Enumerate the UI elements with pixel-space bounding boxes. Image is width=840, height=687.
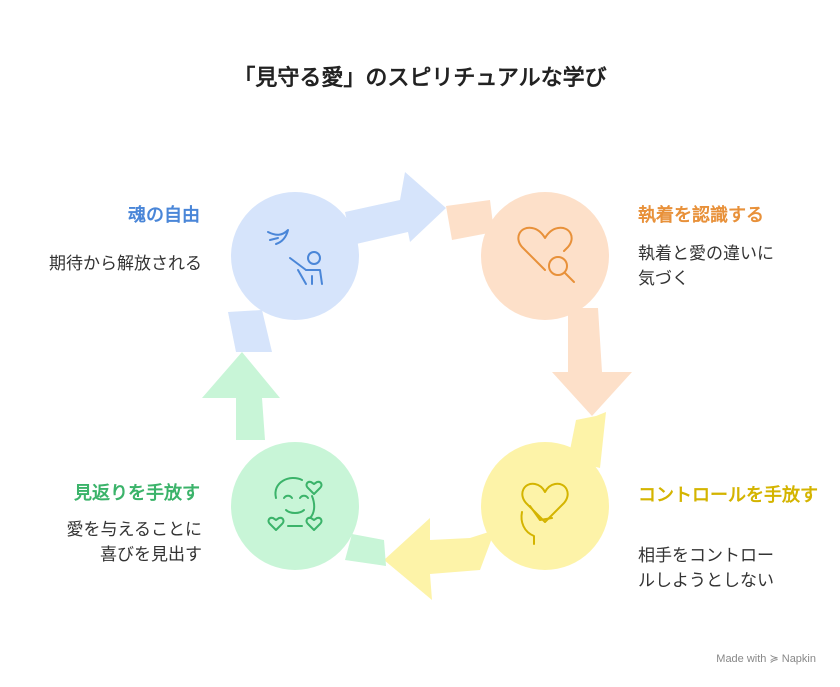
step-label-let-go-reward: 見返りを手放す — [74, 483, 200, 504]
step-desc-let-go-reward: 愛を与えることに 喜びを見出す — [20, 518, 203, 568]
smiling-face-hearts-icon — [267, 477, 323, 531]
step-desc-let-go-control: 相手をコントロー ルしようとしない — [638, 544, 774, 594]
desc-line: 喜びを見出す — [100, 545, 202, 565]
circle-soul-freedom — [231, 192, 359, 320]
diagram-title: 「見守る愛」のスピリチュアルな学び — [233, 66, 607, 91]
desc-line: 執着と愛の違いに — [638, 244, 774, 264]
arrow-green-to-blue — [202, 352, 280, 440]
heart-in-hand-icon — [520, 482, 569, 545]
desc-line: 期待から解放される — [49, 254, 202, 274]
arrow-orange-tail — [446, 200, 494, 240]
arrow-blue-to-orange — [345, 172, 446, 245]
step-label-recognize-attachment: 執着を認識する — [638, 205, 764, 226]
step-label-let-go-control: コントロールを手放す — [638, 485, 818, 506]
circle-let-go-control — [481, 442, 609, 570]
circle-recognize-attachment — [481, 192, 609, 320]
circle-let-go-reward — [231, 442, 359, 570]
arrow-yellow-to-green — [384, 518, 495, 600]
step-desc-soul-freedom: 期待から解放される — [10, 252, 202, 277]
releasing-bird-icon — [267, 229, 323, 285]
desc-line: 相手をコントロー — [638, 546, 774, 566]
arrow-orange-to-yellow — [552, 308, 632, 416]
desc-line: 気づく — [638, 269, 689, 289]
arrow-green-tail — [345, 534, 386, 566]
heart-magnifier-icon — [517, 226, 575, 283]
desc-line: 愛を与えることに — [66, 520, 203, 540]
arrow-blue-tail — [228, 310, 272, 352]
napkin-watermark: Made with ≽ Napkin — [716, 653, 816, 665]
step-label-soul-freedom: 魂の自由 — [128, 205, 200, 226]
desc-line: ルしようとしない — [638, 571, 774, 591]
step-desc-recognize-attachment: 執着と愛の違いに 気づく — [638, 242, 774, 292]
